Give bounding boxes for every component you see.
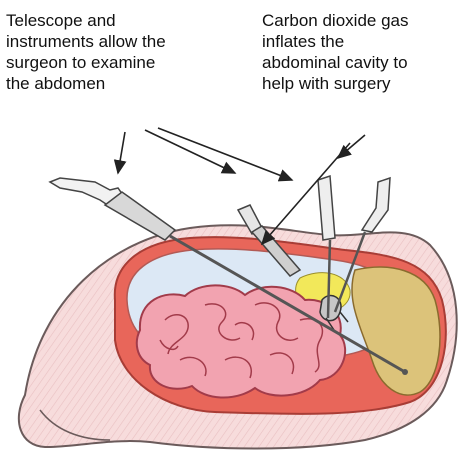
intestines <box>137 285 345 397</box>
